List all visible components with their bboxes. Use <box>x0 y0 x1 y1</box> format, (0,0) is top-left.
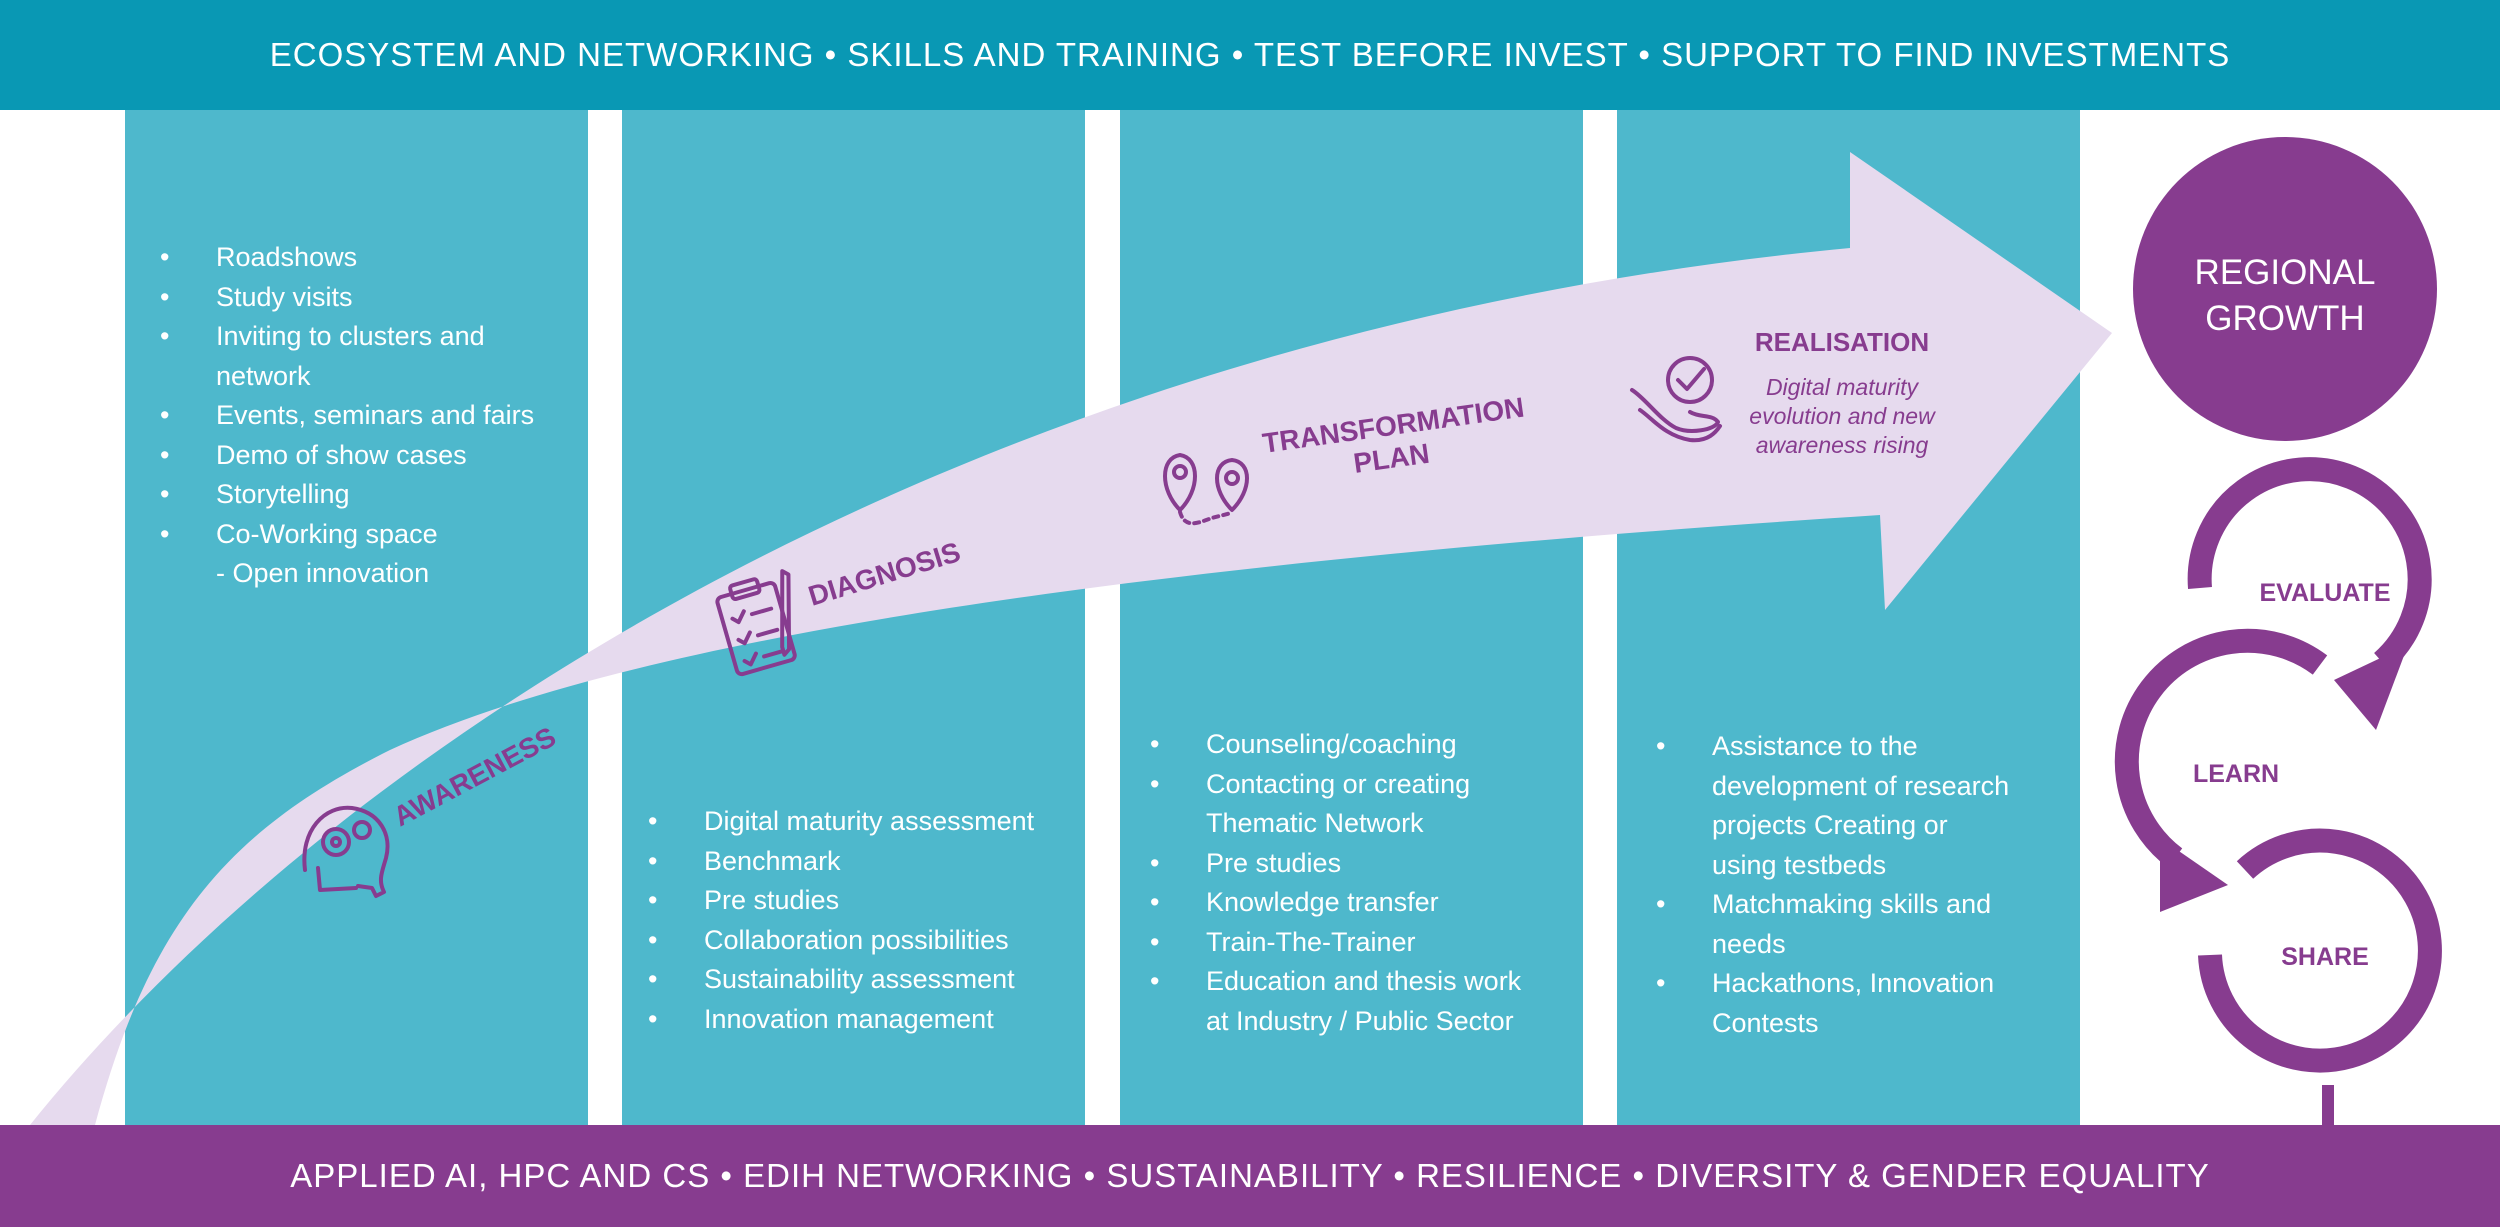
list-item: Contacting or creating <box>1150 765 1521 805</box>
list-item: Inviting to clusters and <box>160 317 534 357</box>
list-item: Roadshows <box>160 238 534 278</box>
learn-arc <box>2114 628 2328 868</box>
list-item: Pre studies <box>1150 844 1521 884</box>
list-item: Assistance to the <box>1656 727 2009 767</box>
list-item: Innovation management <box>648 1000 1034 1040</box>
route-pins-icon <box>1163 453 1249 526</box>
list-item: Thematic Network <box>1206 808 1424 838</box>
list-item: Contests <box>1712 1007 1819 1038</box>
cycle-diagram <box>2114 457 2442 1130</box>
list-item: network <box>216 360 311 391</box>
list-item: development of research <box>1712 770 2010 801</box>
diagnosis-activities: Digital maturity assessment Benchmark Pr… <box>648 802 1034 1039</box>
list-item: Matchmaking skills and <box>1656 885 2009 925</box>
evaluate-arc <box>2187 457 2432 672</box>
hand-check-icon <box>1630 356 1722 443</box>
head-gears-icon <box>302 805 390 898</box>
bottom-theme-band: APPLIED AI, HPC AND CS • EDIH NETWORKING… <box>0 1125 2500 1227</box>
list-item: Education and thesis work <box>1150 962 1521 1002</box>
list-item: Sustainability assessment <box>648 960 1034 1000</box>
awareness-label: AWARENESS <box>388 721 561 832</box>
evaluate-arrowhead <box>2334 645 2408 730</box>
share-arc <box>2198 828 2442 1073</box>
list-item: Collaboration possibilities <box>648 921 1034 961</box>
list-item: Co-Working space <box>160 515 534 555</box>
realisation-activities: Assistance to the development of researc… <box>1656 727 2009 1043</box>
list-item: Study visits <box>160 278 534 318</box>
clipboard-checklist-icon <box>715 569 797 677</box>
realisation-desc-line1: Digital maturity <box>1766 374 1920 400</box>
list-item: Benchmark <box>648 842 1034 882</box>
share-label: SHARE <box>2281 943 2369 971</box>
realisation-label: REALISATION <box>1755 327 1929 357</box>
top-band-text: ECOSYSTEM AND NETWORKING • SKILLS AND TR… <box>269 36 2231 73</box>
list-item: projects Creating or <box>1712 810 1948 840</box>
list-item: using testbeds <box>1712 849 1887 880</box>
list-item: Digital maturity assessment <box>648 802 1034 842</box>
evaluate-label: EVALUATE <box>2259 579 2390 607</box>
transformation-activities: Counseling/coaching Contacting or creati… <box>1150 725 1521 1041</box>
list-item: Counseling/coaching <box>1150 725 1521 765</box>
list-item: Demo of show cases <box>160 436 534 476</box>
growth-line2: GROWTH <box>2205 299 2364 338</box>
bottom-band-text: APPLIED AI, HPC AND CS • EDIH NETWORKING… <box>290 1157 2210 1194</box>
list-item: Hackathons, Innovation <box>1656 964 2009 1004</box>
list-item: Pre studies <box>648 881 1034 921</box>
list-item: Events, seminars and fairs <box>160 396 534 436</box>
cycle-stem <box>2322 1085 2334 1130</box>
list-item: Knowledge transfer <box>1150 883 1521 923</box>
list-item: at Industry / Public Sector <box>1206 1005 1514 1036</box>
realisation-desc-line2: evolution and new <box>1749 403 1936 429</box>
realisation-desc-line3: awareness rising <box>1756 432 1929 458</box>
list-item: - Open innovation <box>216 558 430 588</box>
top-service-band: ECOSYSTEM AND NETWORKING • SKILLS AND TR… <box>0 0 2500 110</box>
growth-line1: REGIONAL <box>2195 253 2376 292</box>
awareness-activities: Roadshows Study visits Inviting to clust… <box>160 238 534 594</box>
regional-growth-circle <box>2133 137 2437 441</box>
list-item: Train-The-Trainer <box>1150 923 1521 963</box>
list-item: needs <box>1712 928 1786 959</box>
learn-label: LEARN <box>2193 760 2279 788</box>
list-item: Storytelling <box>160 475 534 515</box>
journey-arrow <box>30 152 2112 1125</box>
learn-arrowhead <box>2160 838 2228 912</box>
